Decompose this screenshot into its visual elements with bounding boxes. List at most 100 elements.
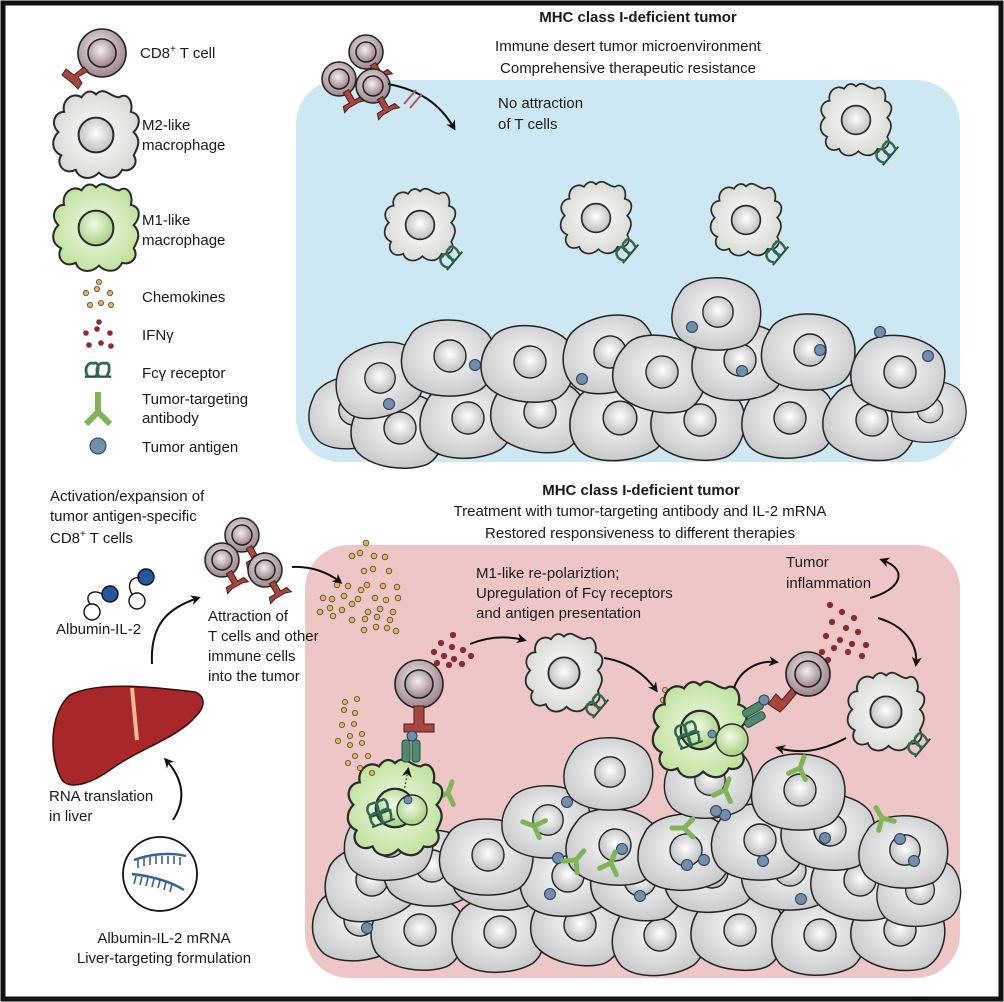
bottom-panel-subtitle-1: Treatment with tumor-targeting antibody …: [454, 503, 827, 520]
chemokine-particle: [368, 770, 375, 777]
chemokine-particle: [364, 753, 371, 760]
tumor-inflammation-loop-arrow: [869, 557, 900, 599]
m2-to-m1-arrow: [775, 737, 847, 755]
ifn-gamma-particle: [822, 632, 830, 640]
legend-item-tumor-antigen: Tumor antigen: [89, 437, 238, 456]
ifn-gamma-particle: [828, 618, 836, 626]
chemokine-particle: [394, 594, 402, 602]
ifn-gamma-particle: [844, 648, 852, 656]
legend-label-antibody-line2: antibody: [142, 410, 199, 427]
tumor-antigen: [710, 805, 722, 817]
chemokine-particle: [328, 595, 336, 603]
legend-label-m2: M2-like: [142, 117, 190, 134]
tumor-mass-top: [301, 277, 970, 473]
ifn-gamma-particle: [449, 631, 457, 639]
legend-label-cd8: CD8+ T cell: [140, 44, 215, 62]
chemokine-particle: [348, 552, 356, 560]
chemokine-particle: [362, 539, 370, 547]
tumor-antigen: [894, 833, 906, 845]
ifn-gamma-particle: [437, 639, 445, 647]
ifn-gamma-cloud-left: [430, 631, 475, 669]
blocked-mark-icon: [403, 89, 423, 109]
tumor-antigen: [361, 922, 373, 934]
tumor-antigen: [874, 326, 886, 338]
chemokine-particle: [370, 552, 378, 560]
tumor-cell: [750, 753, 846, 831]
tumor-antigen-icon: [89, 437, 107, 455]
tumor-inflammation-label-1: Tumor: [786, 554, 829, 571]
ifn-gamma-particle: [854, 628, 862, 636]
legend-label-m1-line2: macrophage: [142, 232, 225, 249]
m1-macrophage-icon: [52, 183, 140, 272]
tumor-antigen: [634, 890, 646, 902]
chemokine-particle: [329, 612, 337, 620]
ifn-gamma-particle: [440, 652, 448, 660]
albumin-il2-label: Albumin-IL-2: [56, 621, 141, 638]
repolarization-label-3: and antigen presentation: [476, 605, 641, 622]
tumor-cell: [671, 277, 762, 351]
chemokine-particle: [338, 606, 346, 614]
ifn-gamma-cloud-right: [818, 601, 870, 664]
attraction-label-4: into the tumor: [208, 668, 300, 685]
bottom-panel-title: MHC class I-deficient tumor: [542, 482, 740, 499]
cd8-t-cell-icon: [61, 28, 127, 90]
chemokine-particle: [389, 608, 397, 616]
ifn-gamma-particle: [850, 614, 858, 622]
repolarization-label-1: M1-like re-polariztion;: [476, 565, 619, 582]
chemokine-particle: [376, 605, 384, 613]
chemokine-particle: [386, 616, 394, 624]
chemokine-particle: [382, 596, 390, 604]
chemokine-particle: [381, 553, 389, 561]
chemokine-particle: [348, 616, 356, 624]
chemokine-particle: [340, 707, 347, 714]
mrna-formulation-icon: [122, 836, 198, 912]
chemokine-particle: [348, 600, 356, 608]
chemokine-particle: [383, 624, 391, 632]
liver-icon: [52, 685, 204, 786]
ifn-gamma-particle: [818, 648, 826, 656]
chemokine-particle: [346, 733, 353, 740]
chemokine-particle: [379, 582, 387, 590]
legend-label-m2-line2: macrophage: [142, 137, 225, 154]
legend-item-cd8-t-cell: CD8+ T cell: [61, 28, 215, 90]
ifn-gamma-particle: [467, 652, 475, 660]
chemokine-particle: [360, 567, 368, 575]
chemokine-particle: [338, 722, 345, 729]
tumor-antigen: [795, 893, 807, 905]
chemokine-particle: [319, 594, 327, 602]
tumor-cell: [400, 319, 496, 397]
legend-label-antibody: Tumor-targeting: [142, 391, 248, 408]
m2-macrophage-center: [524, 632, 610, 720]
chemokine-particle: [357, 586, 365, 594]
chemokine-particle: [344, 582, 352, 590]
legend: CD8+ T cell M2-like macrophage M1-like m…: [52, 28, 248, 456]
chemokine-particle: [353, 696, 360, 703]
ifn-gamma-particle: [826, 601, 834, 609]
chemokine-particle: [316, 608, 324, 616]
chemokine-particle: [334, 738, 341, 745]
tumor-cell: [760, 313, 856, 391]
repolarization-label-2: Upregulation of Fcγ receptors: [476, 585, 673, 602]
ifn-gamma-particle: [830, 644, 838, 652]
legend-label-fc-receptor: Fcγ receptor: [142, 365, 225, 382]
ifn-gamma-particle: [450, 655, 458, 663]
chemokine-particle: [354, 595, 362, 603]
chemokine-particle: [351, 753, 358, 760]
ifn-gamma-particle: [458, 660, 466, 668]
chemokine-particle: [361, 615, 369, 623]
top-panel-subtitle-2: Comprehensive therapeutic resistance: [500, 60, 756, 77]
ifn-gamma-particle: [459, 646, 467, 654]
legend-item-fc-gamma-receptor: Fcγ receptor: [83, 361, 225, 382]
chemokine-cloud: [316, 539, 402, 635]
bottom-panel-subtitle-2: Restored responsiveness to different the…: [485, 525, 795, 542]
m2-macrophage-right: [846, 671, 932, 759]
macrophage-repolarize-arrow: [603, 657, 658, 693]
tumor-antigen: [383, 398, 395, 410]
chemokine-particle: [364, 608, 372, 616]
tumor-cell: [858, 815, 949, 889]
chemokine-particle: [333, 581, 341, 589]
chemokine-particle: [369, 565, 377, 573]
legend-item-chemokines: Chemokines: [83, 278, 225, 308]
legend-item-antibody: Tumor-targeting antibody: [83, 391, 248, 427]
ifn-gamma-particle: [848, 640, 856, 648]
